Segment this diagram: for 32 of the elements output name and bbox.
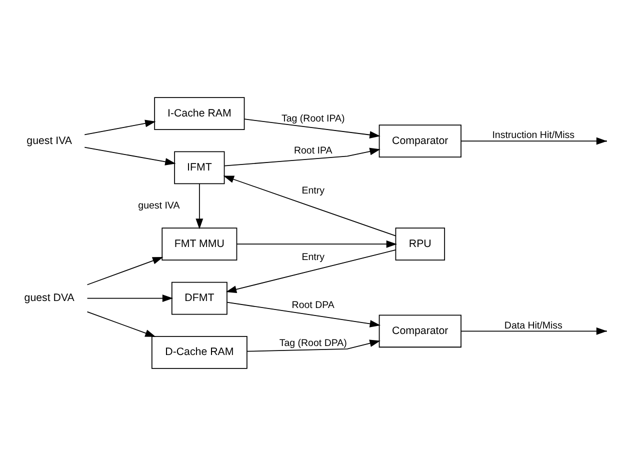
arrow	[196, 183, 204, 230]
edge-label: guest IVA	[138, 200, 180, 212]
arrow	[86, 311, 156, 337]
node-box: Comparator	[378, 124, 462, 158]
edge-label: Root DPA	[292, 300, 334, 311]
node-text: guest DVA	[24, 292, 74, 304]
edge-label: Entry	[302, 252, 325, 263]
arrow	[226, 250, 396, 294]
node-box: IFMT	[174, 151, 225, 184]
arrow	[226, 302, 381, 328]
edge-label: Data Hit/Miss	[504, 320, 562, 332]
arrow	[244, 118, 380, 139]
arrow	[246, 340, 380, 352]
arrow	[224, 148, 380, 166]
arrow	[84, 120, 156, 136]
node-box: I-Cache RAM	[154, 97, 245, 130]
node-box: DFMT	[171, 282, 228, 315]
node-box: D-Cache RAM	[151, 336, 248, 369]
node-text: guest IVA	[26, 134, 72, 147]
arrow	[223, 176, 396, 236]
edge-label: Instruction Hit/Miss	[492, 130, 575, 142]
edge-label: Tag (Root DPA)	[279, 338, 347, 350]
edge-label: Root IPA	[294, 145, 332, 156]
edge-label: Tag (Root IPA)	[282, 113, 345, 124]
edge-label: Entry	[302, 185, 325, 196]
arrow	[84, 146, 176, 166]
arrow	[86, 294, 174, 302]
node-box: RPU	[395, 228, 446, 261]
node-box: Comparator	[378, 314, 462, 348]
node-box: FMT MMU	[162, 228, 238, 261]
arrow	[86, 257, 164, 286]
arrow	[236, 240, 398, 248]
